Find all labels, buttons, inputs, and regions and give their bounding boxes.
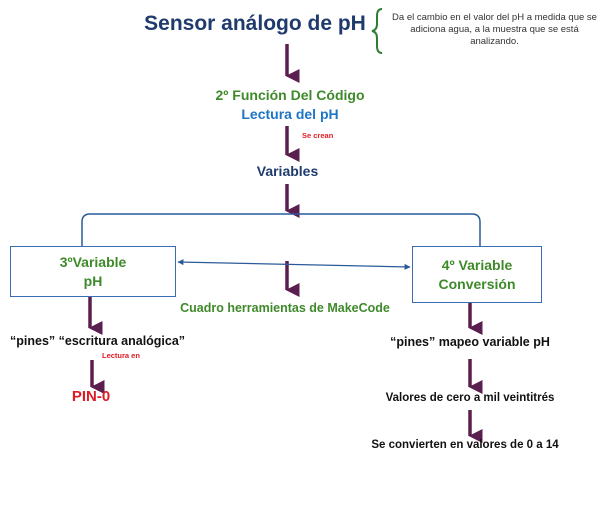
makecode-label: Cuadro herramientas de MakeCode <box>180 301 390 315</box>
description-note: Da el cambio en el valor del pH a medida… <box>392 12 597 47</box>
curly-bracket <box>371 8 383 54</box>
box-variable-ph-line2: pH <box>83 272 103 289</box>
box-variable-conversion: 4º Variable Conversión <box>412 246 542 303</box>
se-crean-label: Se crean <box>302 131 334 140</box>
left-pines-label: “pines” “escritura analógica” <box>10 334 186 348</box>
right-pines-label: “pines” mapeo variable pH <box>390 335 550 349</box>
double-arrow <box>177 259 411 270</box>
box-variable-conversion-line2: Conversión <box>438 275 516 292</box>
page-title: Sensor análogo de pH <box>144 12 366 35</box>
lectura-en-label: Lectura en <box>102 351 140 360</box>
valores-label: Valores de cero a mil veintitrés <box>385 392 555 404</box>
box-variable-conversion-line1: 4º Variable <box>441 256 513 273</box>
variables-label: Variables <box>256 163 319 179</box>
box-variable-ph-line1: 3ºVariable <box>59 253 127 270</box>
pin-label: PIN-0 <box>71 388 111 405</box>
function-sublabel: Lectura del pH <box>241 106 339 122</box>
box-variable-ph: 3ºVariable pH <box>10 246 176 297</box>
function-label: 2º Función Del Código <box>215 87 365 103</box>
branch-connector <box>81 213 481 246</box>
convierten-label: Se convierten en valores de 0 a 14 <box>371 439 559 451</box>
